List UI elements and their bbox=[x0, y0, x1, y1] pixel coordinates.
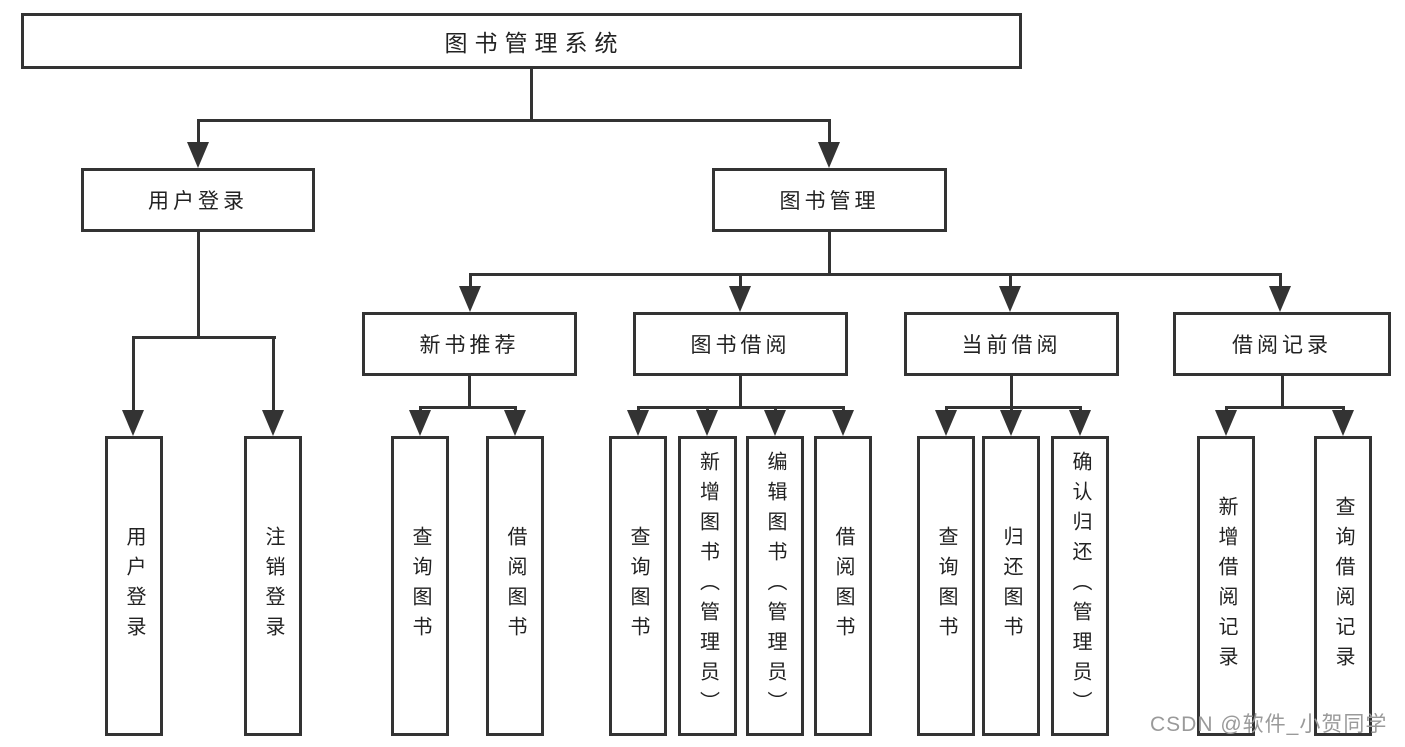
arrowhead bbox=[999, 286, 1021, 312]
node-book-borrowing: 图书借阅 bbox=[633, 312, 848, 376]
connector-group-stem bbox=[468, 376, 471, 409]
arrowhead bbox=[1332, 410, 1354, 436]
leaf-current-confirm-return-admin-label: 确认归还（管理员） bbox=[1069, 451, 1091, 721]
arrowhead bbox=[627, 410, 649, 436]
leaf-records-query-record-label: 查询借阅记录 bbox=[1332, 496, 1354, 676]
leaf-recommend-query-books: 查询图书 bbox=[391, 436, 449, 736]
connector-branch-line bbox=[272, 339, 275, 412]
connector-user-login-split bbox=[132, 336, 276, 339]
leaf-borrowing-borrow-books: 借阅图书 bbox=[814, 436, 872, 736]
connector-branch-line bbox=[197, 122, 200, 144]
leaf-recommend-borrow-books-label: 借阅图书 bbox=[504, 526, 526, 646]
leaf-borrowing-add-books-admin-label: 新增图书（管理员） bbox=[696, 451, 719, 721]
leaf-current-confirm-return-admin: 确认归还（管理员） bbox=[1051, 436, 1109, 736]
leaf-records-query-record: 查询借阅记录 bbox=[1314, 436, 1372, 736]
node-new-book-recommendation: 新书推荐 bbox=[362, 312, 577, 376]
leaf-logout: 注销登录 bbox=[244, 436, 302, 736]
connector-group-stem bbox=[1281, 376, 1284, 409]
arrowhead bbox=[187, 142, 209, 168]
csdn-watermark: CSDN @软件_小贺同学 bbox=[1150, 713, 1388, 736]
leaf-logout-label: 注销登录 bbox=[262, 526, 284, 646]
connector-group-split bbox=[1225, 406, 1345, 409]
node-new-book-recommendation-label: 新书推荐 bbox=[419, 334, 520, 357]
arrowhead bbox=[1269, 286, 1291, 312]
connector-branch-line bbox=[739, 276, 742, 288]
arrowhead bbox=[1069, 410, 1091, 436]
arrowhead bbox=[122, 410, 144, 436]
leaf-borrowing-query-books-label: 查询图书 bbox=[627, 526, 649, 646]
leaf-current-return-books: 归还图书 bbox=[982, 436, 1040, 736]
node-root-label: 图书管理系统 bbox=[444, 30, 625, 56]
leaf-records-add-record: 新增借阅记录 bbox=[1197, 436, 1255, 736]
leaf-current-return-books-label: 归还图书 bbox=[1000, 526, 1022, 646]
leaf-recommend-borrow-books: 借阅图书 bbox=[486, 436, 544, 736]
arrowhead bbox=[1215, 410, 1237, 436]
node-current-borrowing-label: 当前借阅 bbox=[961, 334, 1062, 357]
connector-group-stem bbox=[1010, 376, 1013, 409]
leaf-current-query-books-label: 查询图书 bbox=[935, 526, 957, 646]
arrowhead bbox=[1000, 410, 1022, 436]
leaf-borrowing-edit-books-admin-label: 编辑图书（管理员） bbox=[764, 451, 786, 721]
node-borrowing-records-label: 借阅记录 bbox=[1232, 334, 1332, 357]
arrowhead bbox=[459, 286, 481, 312]
connector-book-mgmt-split bbox=[469, 273, 1282, 276]
connector-root-stem bbox=[530, 69, 533, 119]
leaf-borrowing-query-books: 查询图书 bbox=[609, 436, 667, 736]
node-book-borrowing-label: 图书借阅 bbox=[690, 334, 791, 357]
node-current-borrowing: 当前借阅 bbox=[904, 312, 1119, 376]
leaf-current-query-books: 查询图书 bbox=[917, 436, 975, 736]
connector-book-mgmt-stem bbox=[828, 232, 831, 276]
arrowhead bbox=[409, 410, 431, 436]
arrowhead bbox=[832, 410, 854, 436]
node-user-login: 用户登录 bbox=[81, 168, 315, 232]
arrowhead bbox=[696, 410, 718, 436]
leaf-user-login: 用户登录 bbox=[105, 436, 163, 736]
connector-branch-line bbox=[1009, 276, 1012, 288]
node-book-management: 图书管理 bbox=[712, 168, 947, 232]
node-root: 图书管理系统 bbox=[21, 13, 1022, 69]
connector-branch-line bbox=[132, 339, 135, 412]
connector-group-split bbox=[637, 406, 845, 409]
node-book-management-label: 图书管理 bbox=[779, 190, 880, 213]
node-user-login-label: 用户登录 bbox=[148, 190, 248, 213]
leaf-recommend-query-books-label: 查询图书 bbox=[409, 526, 431, 646]
leaf-user-login-label: 用户登录 bbox=[123, 526, 145, 646]
connector-branch-line bbox=[469, 276, 472, 288]
connector-group-stem bbox=[739, 376, 742, 409]
leaf-borrowing-borrow-books-label: 借阅图书 bbox=[832, 526, 854, 646]
connector-user-login-stem bbox=[197, 232, 200, 339]
arrowhead bbox=[764, 410, 786, 436]
connector-branch-line bbox=[828, 122, 831, 144]
leaf-records-add-record-label: 新增借阅记录 bbox=[1215, 496, 1237, 676]
arrowhead bbox=[504, 410, 526, 436]
arrowhead bbox=[935, 410, 957, 436]
leaf-borrowing-add-books-admin: 新增图书（管理员） bbox=[678, 436, 737, 736]
connector-group-split bbox=[419, 406, 517, 409]
arrowhead bbox=[729, 286, 751, 312]
connector-group-split bbox=[945, 406, 1082, 409]
node-borrowing-records: 借阅记录 bbox=[1173, 312, 1391, 376]
connector-branch-line bbox=[1279, 276, 1282, 288]
leaf-borrowing-edit-books-admin: 编辑图书（管理员） bbox=[746, 436, 804, 736]
connector-root-split bbox=[197, 119, 831, 122]
arrowhead bbox=[262, 410, 284, 436]
arrowhead bbox=[818, 142, 840, 168]
